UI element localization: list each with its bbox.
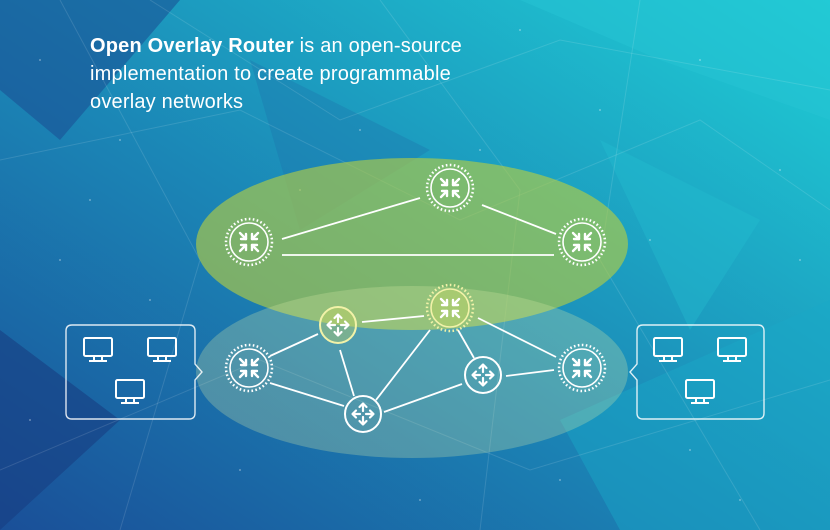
left-host-site — [65, 324, 203, 420]
headline-bold: Open Overlay Router — [90, 35, 294, 57]
underlay-router-upper-left — [319, 306, 357, 344]
computer-monitor-icon — [717, 337, 747, 362]
underlay-layer — [196, 286, 628, 458]
computer-monitor-icon — [83, 337, 113, 362]
overlay-links — [281, 197, 557, 256]
overlay-router-right — [557, 217, 607, 267]
edge-router-center — [425, 283, 475, 333]
underlay-router-right — [464, 356, 502, 394]
overlay-router-left — [224, 217, 274, 267]
headline-rest: is an open-source implementation to crea… — [90, 35, 463, 113]
headline: Open Overlay Router is an open-source im… — [90, 32, 510, 116]
overlay-router-top — [425, 163, 475, 213]
edge-router-right — [557, 343, 607, 393]
edge-router-left — [224, 343, 274, 393]
computer-monitor-icon — [685, 379, 715, 404]
computer-monitor-icon — [653, 337, 683, 362]
computer-monitor-icon — [147, 337, 177, 362]
right-host-site — [629, 324, 765, 420]
computer-monitor-icon — [115, 379, 145, 404]
overlay-layer — [196, 158, 628, 330]
underlay-router-bottom — [344, 395, 382, 433]
underlay-links — [269, 315, 557, 413]
